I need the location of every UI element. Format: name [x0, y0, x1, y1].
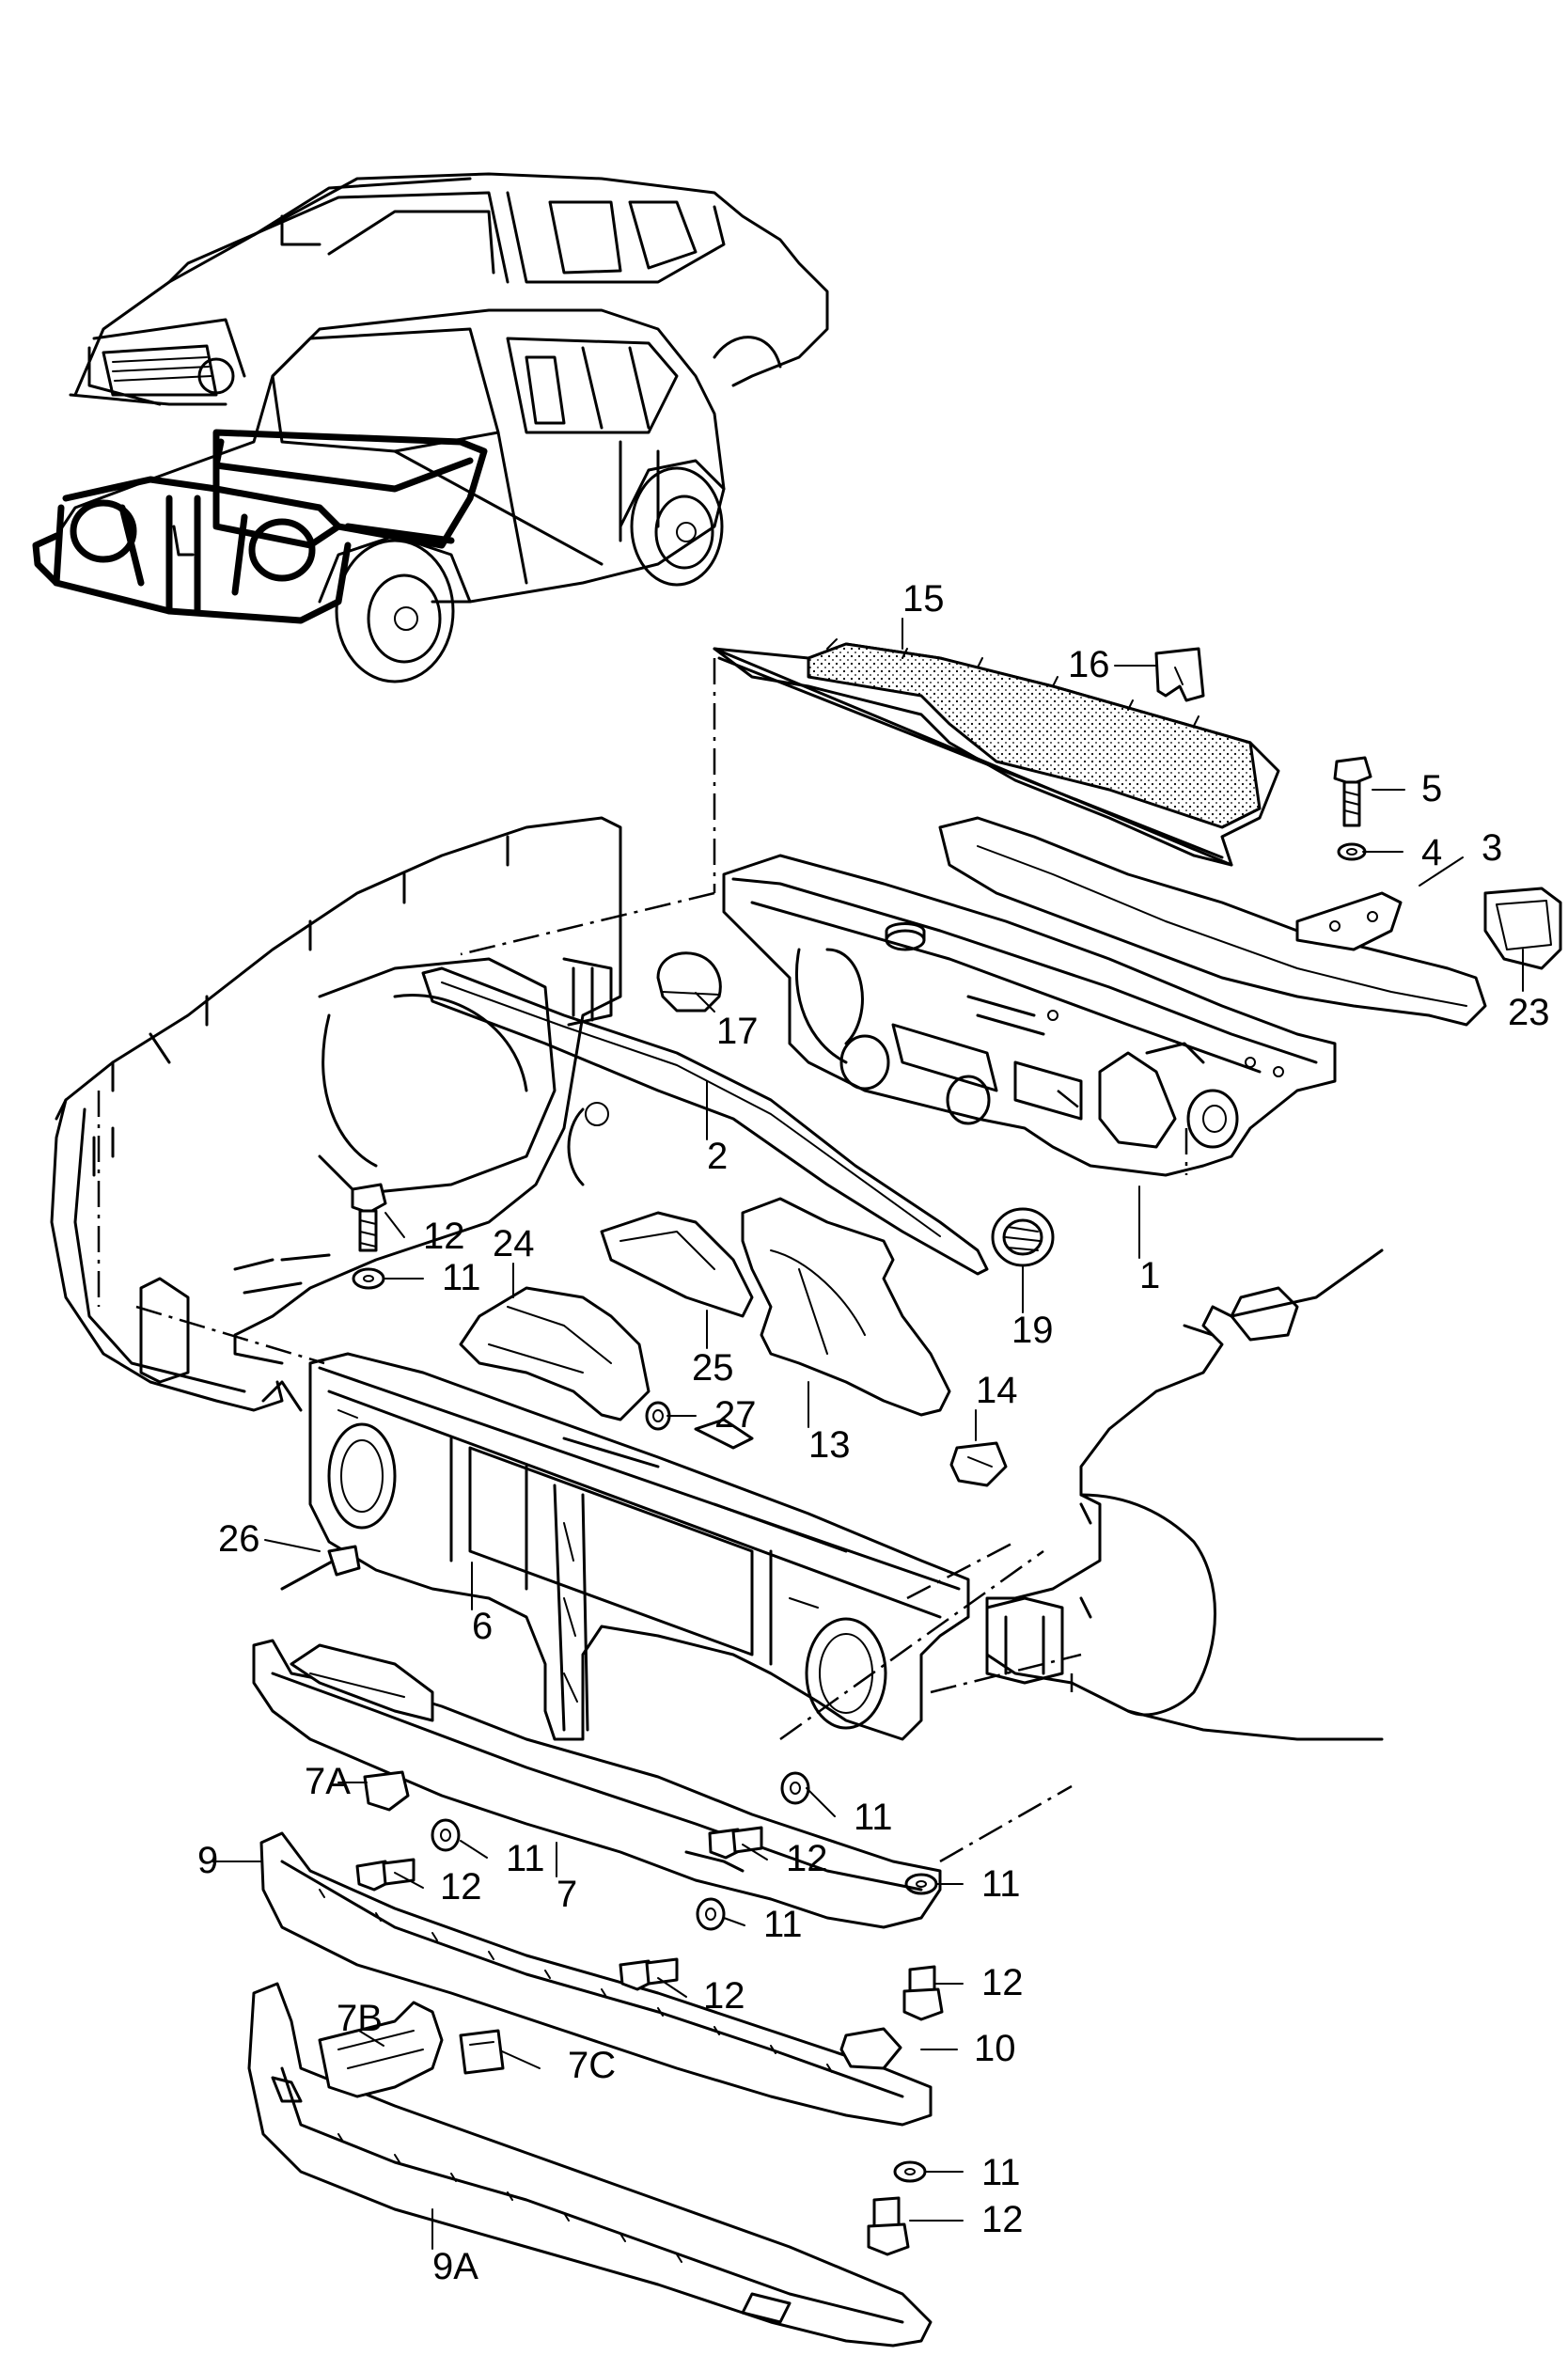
callout-leader-c12a [384, 1212, 405, 1238]
callout-label-c5: 5 [1421, 768, 1442, 809]
callout-label-c15: 15 [902, 578, 945, 620]
callout-label-c11f: 11 [981, 2152, 1021, 2193]
callout-label-c12e: 12 [703, 1975, 745, 2017]
callout-label-c17: 17 [716, 1011, 759, 1052]
callout-labels: 12345677A7B7C99A101111111111111212121212… [197, 578, 1550, 2287]
callout-label-c11d: 11 [981, 1863, 1021, 1905]
assembly-guide-lines [97, 658, 1188, 1863]
callout-label-c11e: 11 [763, 1904, 803, 1945]
part-27-washer [645, 1401, 671, 1431]
part-6-front-panel [308, 1352, 970, 1741]
callout-label-c12d: 12 [981, 1962, 1024, 2003]
callout-label-c11c: 11 [506, 1838, 545, 1879]
part-12-bolt [708, 1826, 763, 1860]
callout-label-c10: 10 [974, 2028, 1016, 2069]
callout-leader-c12b [742, 1844, 768, 1861]
part-7-crossmember [252, 1639, 942, 1929]
callout-label-c12c: 12 [440, 1866, 482, 1908]
callout-label-c12f: 12 [981, 2199, 1024, 2240]
part-11-washer [780, 1771, 810, 1805]
part-19-grommet [991, 1207, 1055, 1267]
car-illustration [32, 172, 829, 683]
part-23-cover [1483, 887, 1562, 970]
callout-label-c7B: 7B [337, 1998, 383, 2039]
part-1-bulkhead [722, 854, 1337, 1177]
part-12-bolt [902, 1965, 944, 2021]
part-25-duct [600, 1211, 754, 1318]
part-13-brace [741, 1197, 951, 1417]
callout-label-c12a: 12 [423, 1216, 465, 1257]
callout-label-c11b: 11 [854, 1797, 893, 1838]
part-2-seal-strip [421, 966, 989, 1276]
callout-leader-c7C [501, 2050, 541, 2069]
part-7a-nut [363, 1770, 410, 1812]
callout-label-c9: 9 [197, 1840, 218, 1881]
callout-label-c4: 4 [1421, 832, 1442, 873]
part-12-bolt [619, 1957, 679, 1991]
callout-label-c12b: 12 [786, 1838, 828, 1879]
callout-label-c26: 26 [218, 1518, 260, 1560]
part-7c-clip [459, 2029, 505, 2075]
callout-label-c14: 14 [976, 1370, 1018, 1411]
hatchback-car [32, 308, 726, 683]
part-16-clip [1154, 647, 1205, 702]
callout-label-c27: 27 [714, 1394, 757, 1436]
callout-label-c1: 1 [1139, 1255, 1160, 1296]
callout-leader-lines [212, 618, 1524, 2250]
part-11-washer [352, 1267, 385, 1290]
part-3-bracket [938, 816, 1487, 1027]
callout-leader-c12e [657, 1977, 687, 1998]
callout-label-c19: 19 [1011, 1310, 1054, 1351]
part-12-bolt [867, 2196, 910, 2256]
callout-label-c7C: 7C [568, 2045, 616, 2086]
part-11-washer [431, 1818, 461, 1852]
callout-leader-c7B [358, 2030, 384, 2047]
callout-label-c9A: 9A [432, 2246, 478, 2287]
part-10-nut [839, 2027, 902, 2070]
callout-leader-c11e [723, 1917, 745, 1926]
part-12-bolt [351, 1183, 387, 1252]
part-15-plenum-panel [713, 638, 1280, 867]
callout-leader-c3 [1419, 856, 1464, 887]
callout-label-c13: 13 [808, 1424, 851, 1466]
part-24-bracket [459, 1286, 651, 1421]
part-26-rivet [280, 1545, 361, 1591]
right-fender [985, 1248, 1384, 1741]
callout-label-c24: 24 [493, 1223, 535, 1264]
callout-label-c11a: 11 [442, 1257, 481, 1298]
callout-label-c3: 3 [1482, 827, 1502, 869]
callout-leader-c11c [460, 1840, 488, 1859]
callout-label-c2: 2 [707, 1136, 728, 1177]
front-body-shell [50, 816, 622, 1412]
part-11-washer [893, 2160, 927, 2183]
part-9-bumper [259, 1831, 933, 2127]
part-12-bolt [355, 1858, 416, 1892]
callout-leader-c12c [394, 1872, 424, 1889]
callout-label-c7A: 7A [305, 1761, 351, 1802]
part-5-bolt [1333, 756, 1372, 827]
callout-leader-c11b [806, 1787, 836, 1817]
callout-leader-c17 [695, 992, 715, 1013]
callout-label-c16: 16 [1068, 644, 1110, 685]
sedan-car [69, 172, 829, 406]
callout-label-c23: 23 [1508, 992, 1550, 1033]
callout-leader-c26 [264, 1539, 321, 1552]
part-17-cap [656, 951, 722, 1013]
callout-label-c6: 6 [472, 1606, 493, 1647]
part-4-washer [1337, 842, 1367, 861]
callout-label-c25: 25 [692, 1347, 734, 1389]
part-14-clip [949, 1441, 1008, 1487]
callout-label-c7: 7 [557, 1874, 577, 1915]
part-11-washer [696, 1897, 726, 1931]
